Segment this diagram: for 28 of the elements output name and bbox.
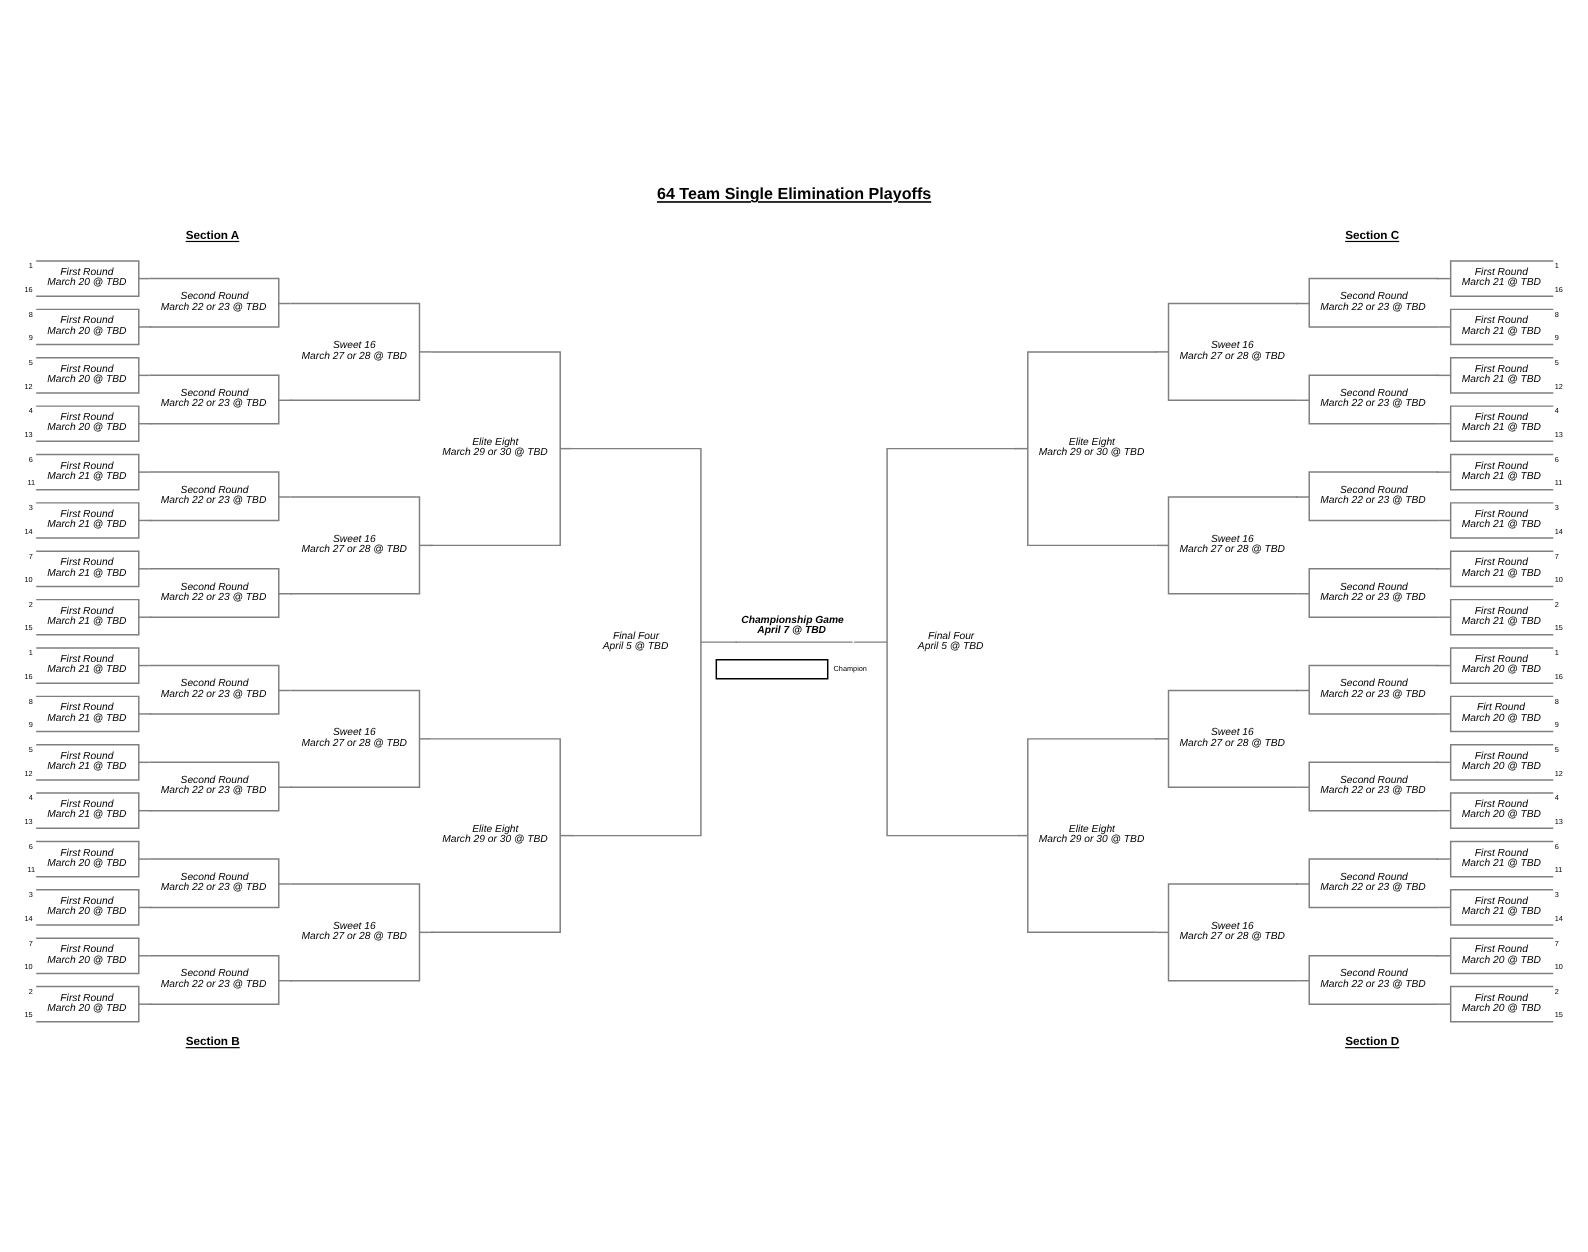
- connector: [418, 738, 432, 740]
- diagram-title: 64 Team Single Elimination Playoffs: [656, 185, 932, 204]
- connector: [1154, 351, 1170, 353]
- connector: [137, 326, 152, 328]
- connector: [1295, 883, 1310, 885]
- connector: [137, 858, 151, 860]
- connector: [1437, 616, 1451, 618]
- connector: [137, 1003, 152, 1005]
- connector: [137, 568, 151, 570]
- connector: [853, 641, 888, 643]
- connector: [1437, 326, 1451, 328]
- connector: [137, 955, 151, 957]
- connector: [137, 713, 152, 715]
- node-box: [715, 658, 829, 680]
- connector: [1436, 955, 1451, 957]
- connector: [1437, 713, 1451, 715]
- connector: [418, 351, 432, 353]
- connector: [137, 471, 151, 473]
- connector: [278, 496, 292, 498]
- connector: [1295, 496, 1310, 498]
- connector: [700, 641, 738, 643]
- connector: [137, 616, 152, 618]
- connector: [1436, 858, 1451, 860]
- connector: [1154, 738, 1170, 740]
- connector: [1436, 471, 1451, 473]
- connector: [1437, 1003, 1451, 1005]
- connector: [1436, 568, 1451, 570]
- connector: [278, 883, 292, 885]
